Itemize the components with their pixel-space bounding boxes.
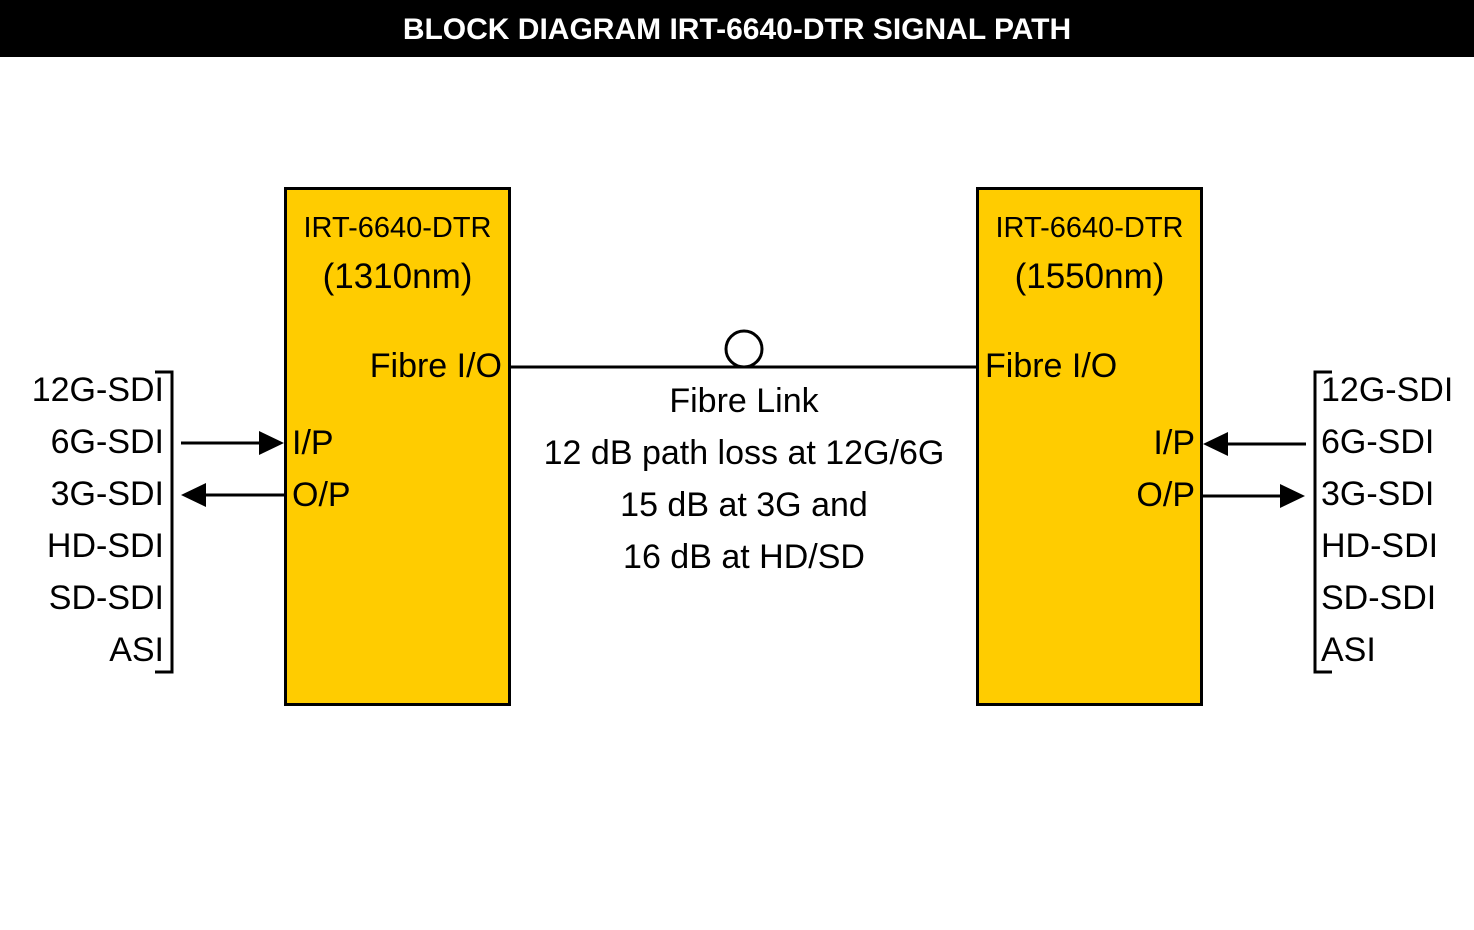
- right-unit-model: IRT-6640-DTR: [995, 212, 1184, 244]
- left-signal-label: 3G-SDI: [50, 475, 164, 513]
- left-unit-input-label: I/P: [292, 424, 334, 462]
- right-output-arrowhead-icon: [1280, 484, 1305, 508]
- left-unit-wavelength: (1310nm): [322, 257, 473, 296]
- left-signal-label: SD-SDI: [48, 579, 164, 617]
- right-signal-label: ASI: [1321, 631, 1376, 669]
- right-unit-output-label: O/P: [1136, 476, 1195, 514]
- left-signal-label: 6G-SDI: [50, 423, 164, 461]
- left-unit-fibre-port: Fibre I/O: [369, 347, 502, 385]
- right-unit-box: [976, 187, 1203, 706]
- left-signal-label: 12G-SDI: [31, 371, 164, 409]
- right-unit-input-label: I/P: [1153, 424, 1195, 462]
- fibre-link-title: Fibre Link: [669, 382, 819, 420]
- fibre-link-loss-line: 16 dB at HD/SD: [623, 538, 865, 576]
- fibre-link-loss-line: 12 dB path loss at 12G/6G: [543, 434, 945, 472]
- left-unit-output-label: O/P: [292, 476, 351, 514]
- right-signal-label: SD-SDI: [1321, 579, 1437, 617]
- right-signal-label: 12G-SDI: [1321, 371, 1454, 409]
- diagram-title: BLOCK DIAGRAM IRT-6640-DTR SIGNAL PATH: [402, 13, 1072, 46]
- right-unit-wavelength: (1550nm): [1014, 257, 1165, 296]
- right-unit-fibre-port: Fibre I/O: [985, 347, 1118, 385]
- right-signal-label: 3G-SDI: [1321, 475, 1435, 513]
- left-input-arrowhead-icon: [259, 431, 284, 455]
- fibre-connector-icon: [724, 329, 764, 369]
- right-input-arrowhead-icon: [1203, 432, 1228, 456]
- left-signal-label: HD-SDI: [46, 527, 164, 565]
- left-unit-box: [284, 187, 511, 706]
- left-output-arrowhead-icon: [181, 483, 206, 507]
- left-signal-bracket: [155, 370, 174, 674]
- right-signal-bracket: [1313, 370, 1332, 674]
- right-signal-label: HD-SDI: [1321, 527, 1439, 565]
- right-signal-label: 6G-SDI: [1321, 423, 1435, 461]
- title-bar: [0, 0, 1474, 57]
- left-signal-label: ASI: [109, 631, 164, 669]
- fibre-link-loss-line: 15 dB at 3G and: [620, 486, 868, 524]
- left-unit-model: IRT-6640-DTR: [303, 212, 492, 244]
